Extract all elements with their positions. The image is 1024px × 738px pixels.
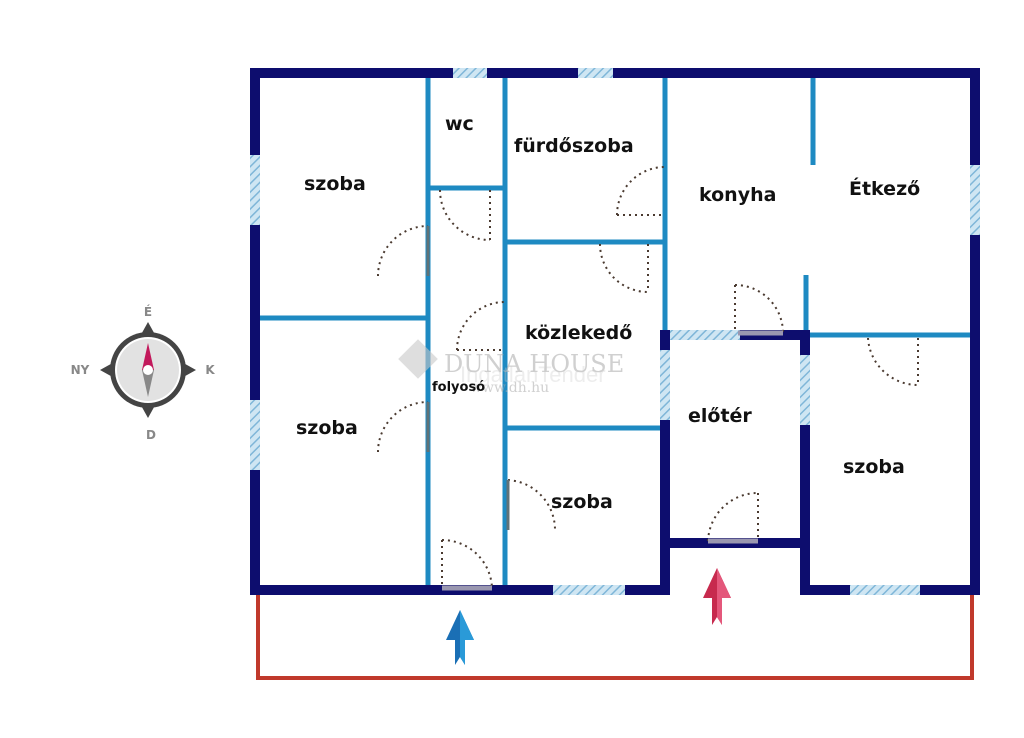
side-entrance-arrow (446, 610, 474, 665)
room-label-kozlekedo: közlekedő (525, 322, 632, 344)
svg-text:www.dh.hu: www.dh.hu (470, 380, 549, 396)
room-label-etkezo: Étkező (849, 177, 920, 200)
watermark: DUNA HOUSE www.dh.hu IngatlanTender (398, 339, 624, 396)
room-label-wc: wc (445, 113, 474, 135)
windows (250, 68, 980, 595)
compass-needle-south (142, 370, 154, 397)
compass-east-label: K (205, 363, 215, 377)
room-label-szoba: szoba (304, 173, 366, 195)
room-label-eloter: előtér (688, 405, 752, 427)
room-label-folyoso: folyosó (432, 380, 485, 395)
compass: É K D NY (71, 304, 216, 442)
compass-needle-north (142, 343, 154, 370)
plot-border (256, 595, 974, 680)
room-label-furdoszoba: fürdőszoba (514, 135, 634, 157)
compass-west-label: NY (71, 363, 90, 377)
main-entrance-arrow (703, 568, 731, 625)
svg-text:IngatlanTender: IngatlanTender (460, 362, 606, 387)
room-label-szoba: szoba (551, 491, 613, 513)
compass-north-label: É (144, 304, 152, 319)
interior-walls (260, 73, 970, 586)
room-label-szoba: szoba (296, 417, 358, 439)
room-label-konyha: konyha (699, 184, 776, 206)
compass-south-label: D (146, 428, 156, 442)
room-label-szoba: szoba (843, 456, 905, 478)
doors (377, 166, 919, 591)
svg-text:DUNA HOUSE: DUNA HOUSE (444, 350, 624, 378)
